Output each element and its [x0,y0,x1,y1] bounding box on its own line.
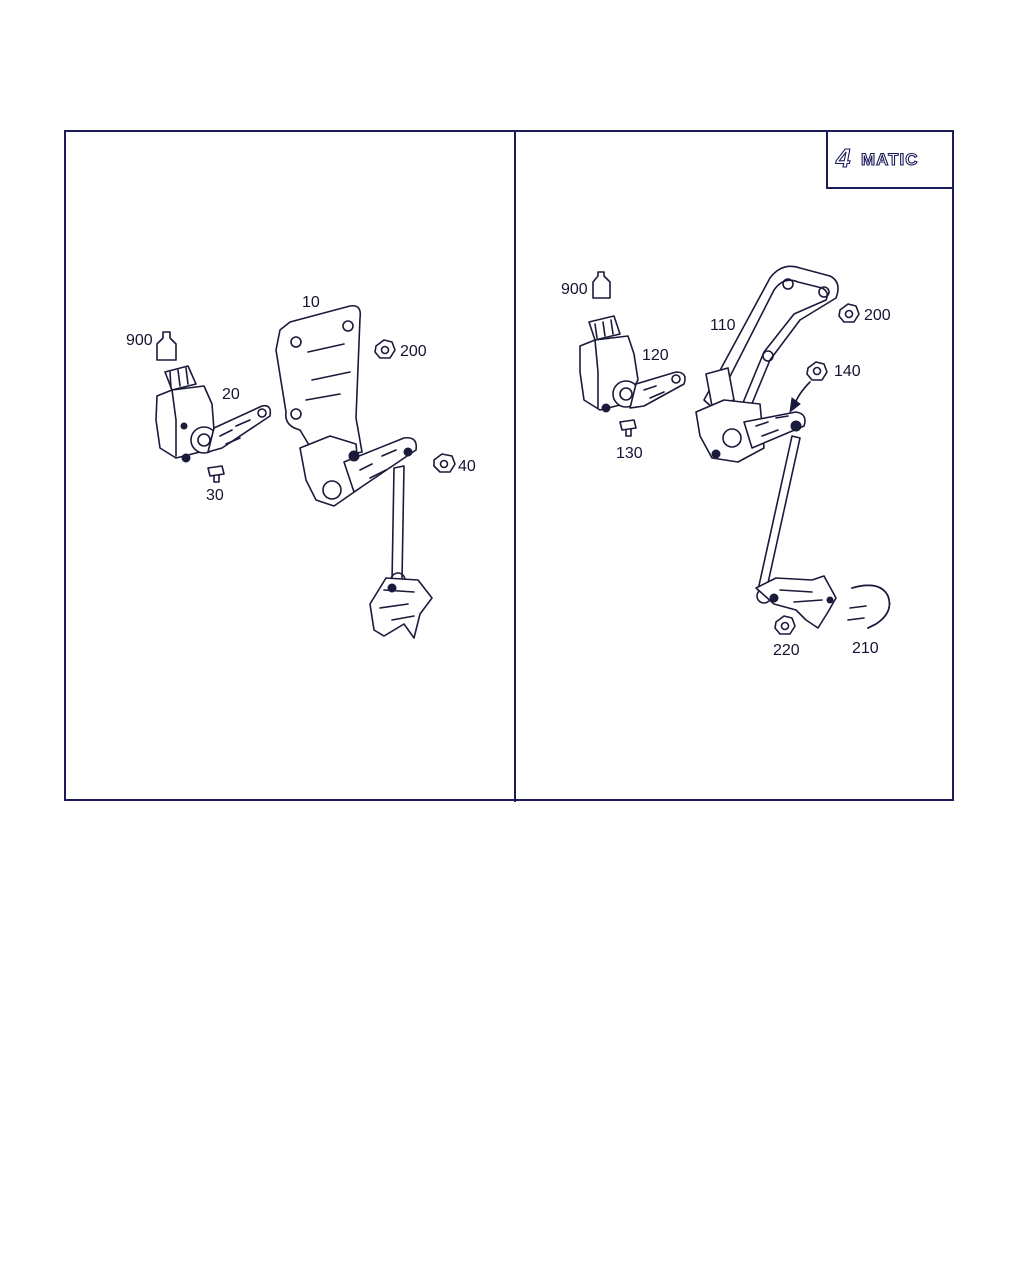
part-220-nut [774,615,796,635]
label-200: 200 [400,343,427,360]
label-110: 110 [710,317,736,334]
part-130-screw [619,419,637,437]
part-210-u-clip [847,584,891,629]
arrow-indicator-140 [789,381,811,414]
label-10: 10 [302,294,320,311]
label-40: 40 [458,458,476,475]
part-20-level-sensor [155,365,272,463]
connector-symbol-900 [592,271,611,299]
label-200: 200 [864,307,891,324]
label-210: 210 [852,640,879,657]
label-220: 220 [773,642,800,659]
part-10-sensor-bracket-assembly [275,304,433,639]
label-20: 20 [222,386,240,403]
badge-number: 4 [835,143,851,173]
part-120-level-sensor [579,315,686,413]
4matic-badge: 4 MATIC [826,130,954,189]
connector-symbol-900 [156,331,177,361]
label-140: 140 [834,363,861,380]
part-110-sensor-bracket-assembly [695,265,839,629]
label-30: 30 [206,487,224,504]
part-30-screw [207,465,225,483]
part-140-nut [806,361,828,381]
right-panel: 900 120 130 110 200 140 220 210 [561,265,891,659]
part-40-nut [433,453,456,473]
label-130: 130 [616,445,643,462]
part-200-nut-left [374,339,396,359]
diagram-outer-frame [64,130,954,801]
label-120: 120 [642,347,669,364]
label-900: 900 [126,332,153,349]
left-panel: 900 20 30 10 200 40 [126,294,476,639]
badge-word: MATIC [861,150,919,169]
part-200-nut-right [838,303,860,323]
label-900: 900 [561,281,588,298]
